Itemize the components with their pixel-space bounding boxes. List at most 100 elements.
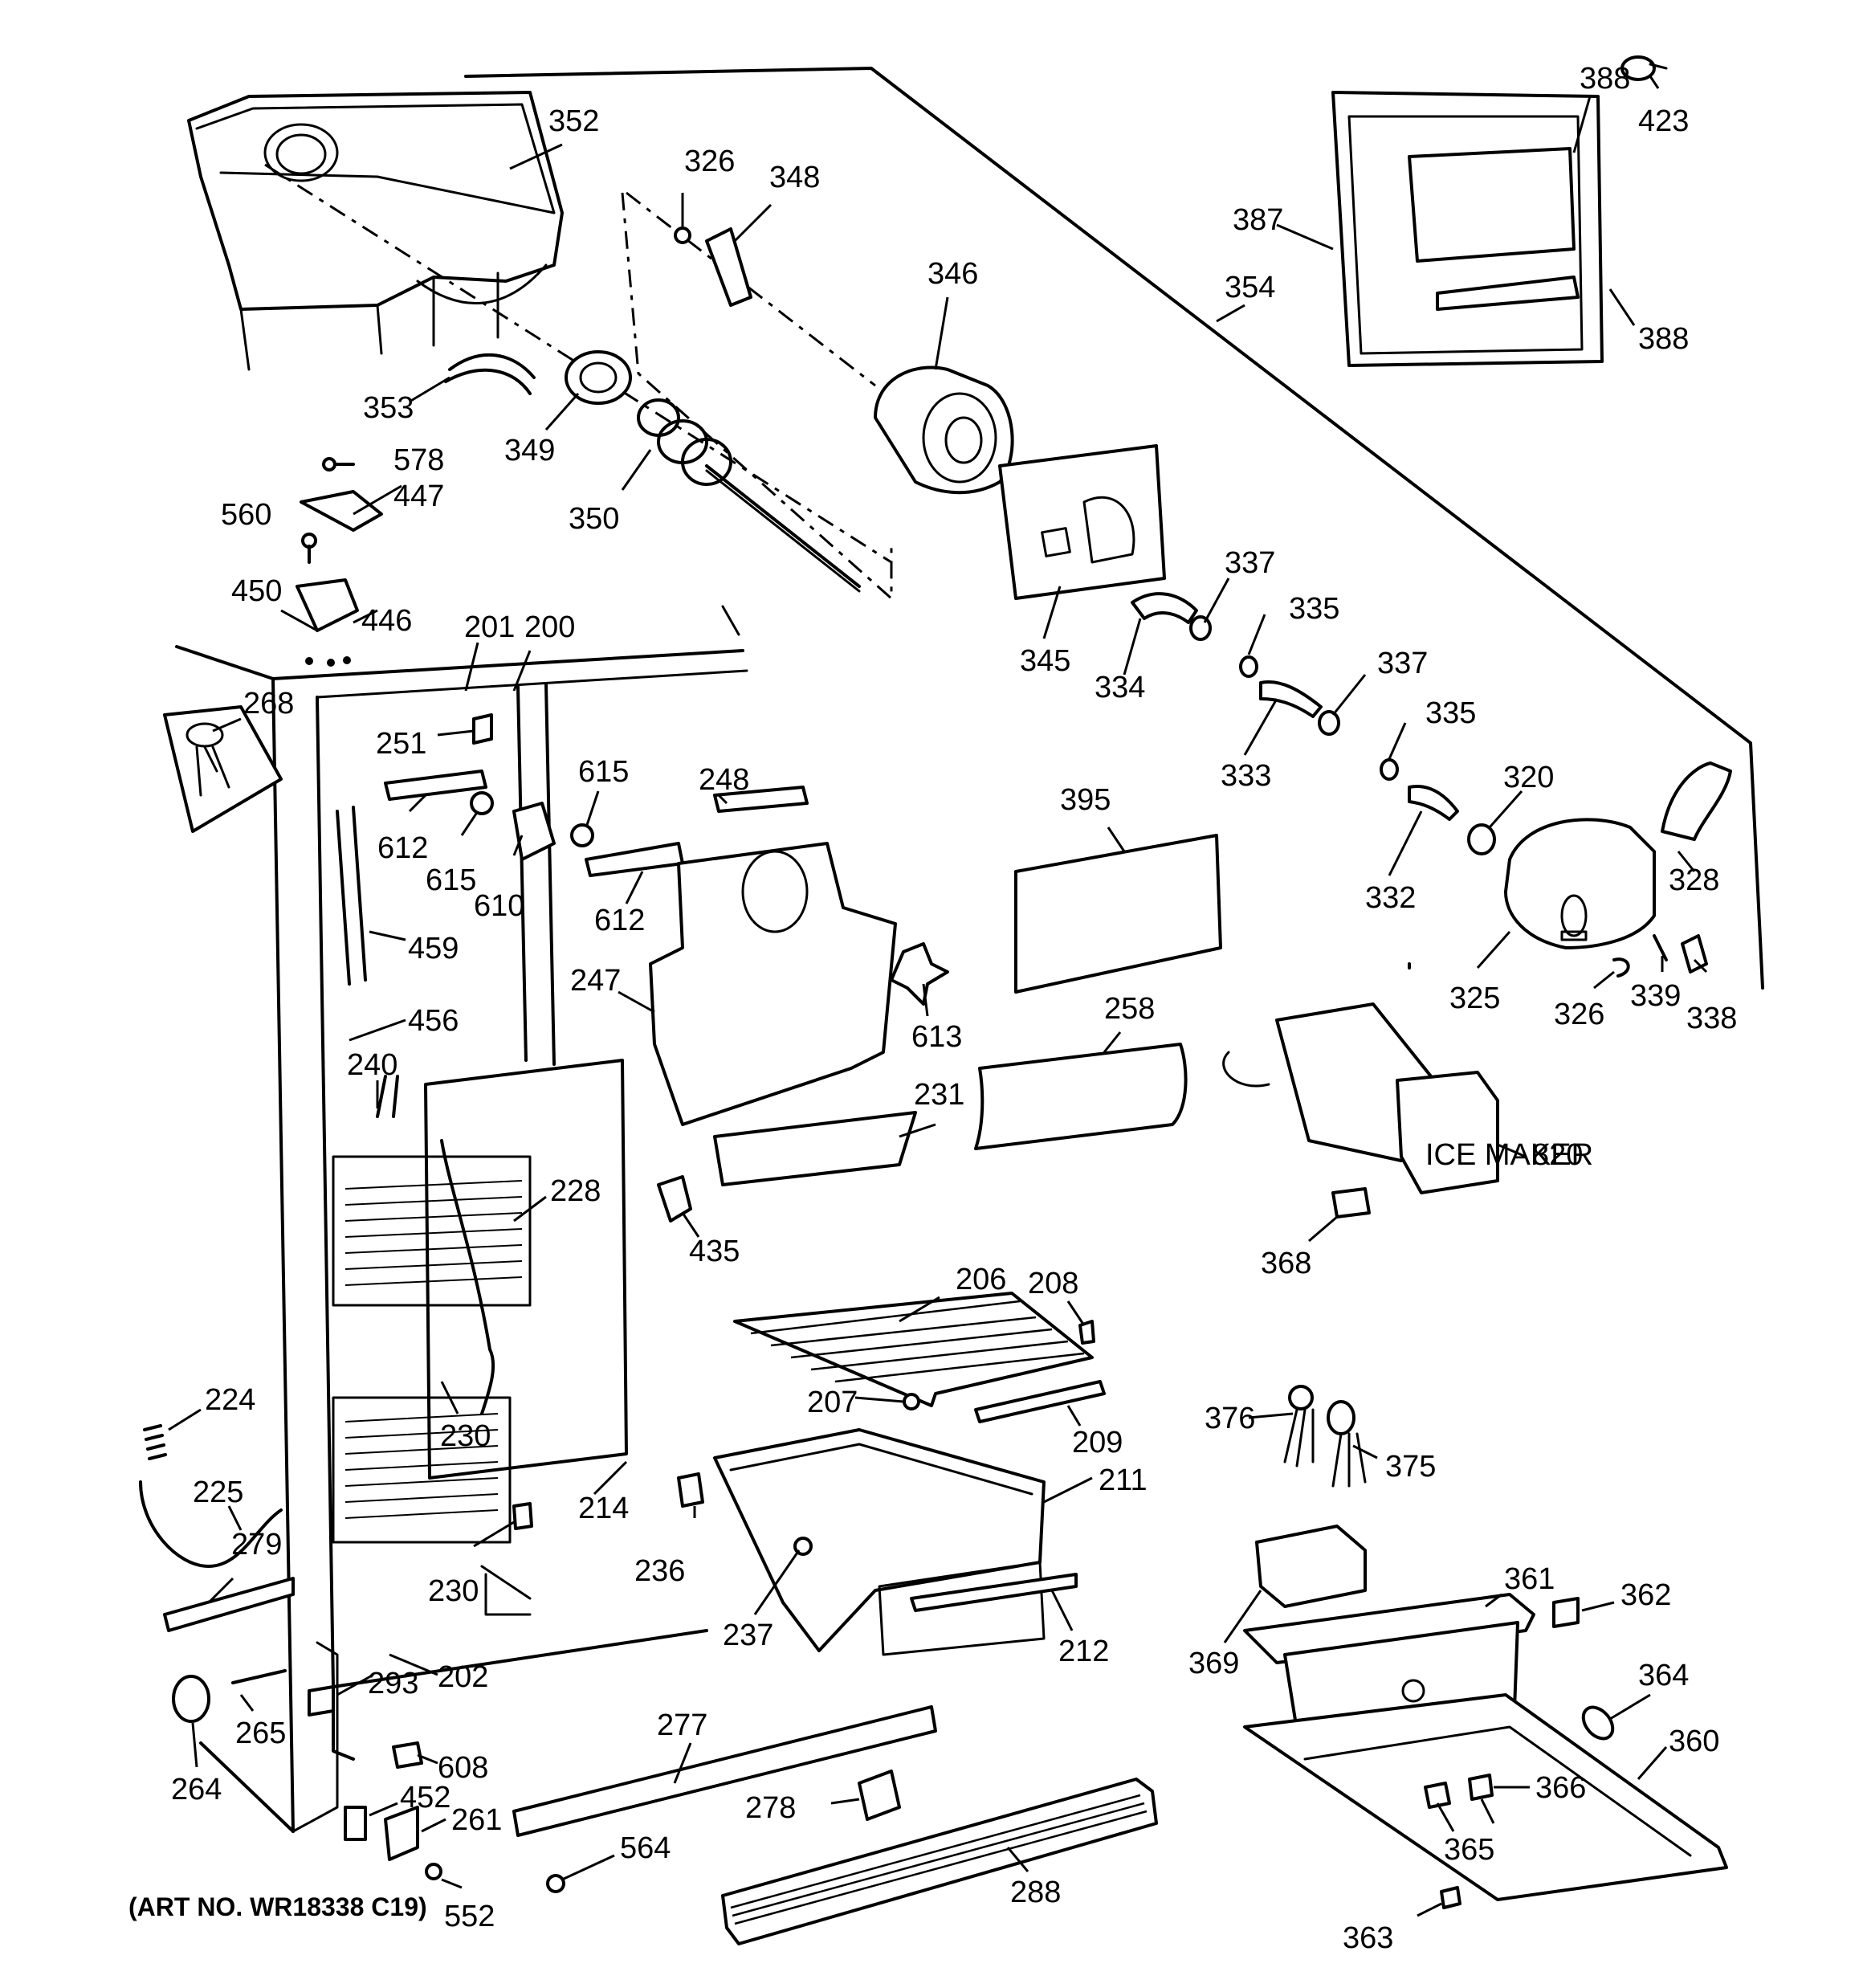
fan-613 bbox=[890, 942, 949, 1006]
housing-346 bbox=[874, 365, 1014, 495]
trim-209 bbox=[974, 1380, 1106, 1423]
part-label: 552 bbox=[444, 1900, 495, 1933]
part-293 bbox=[308, 1685, 335, 1717]
clip-236 bbox=[677, 1472, 704, 1508]
part-label: 332 bbox=[1365, 881, 1416, 915]
timer-369 bbox=[1255, 1525, 1367, 1608]
hinge-446 bbox=[296, 578, 359, 632]
part-label: 337 bbox=[1225, 546, 1275, 580]
fins bbox=[344, 1180, 523, 1519]
cam-333 bbox=[1259, 680, 1323, 718]
part-label: 240 bbox=[347, 1048, 397, 1082]
shelf-206 bbox=[733, 1292, 1094, 1407]
part-label: 612 bbox=[377, 831, 428, 865]
part-label: 333 bbox=[1221, 759, 1271, 793]
cover-328 bbox=[1661, 761, 1732, 841]
part-label: 350 bbox=[569, 502, 619, 536]
part-label: 361 bbox=[1504, 1562, 1555, 1596]
bracket-338 bbox=[1681, 934, 1708, 974]
art-number: (ART NO. WR18338 C19) bbox=[128, 1892, 427, 1921]
part-label: 339 bbox=[1630, 979, 1681, 1013]
part-label: 231 bbox=[914, 1078, 964, 1112]
part-label: 375 bbox=[1385, 1450, 1436, 1484]
part-label: 447 bbox=[393, 480, 444, 513]
part-label: 224 bbox=[205, 1383, 255, 1417]
part-251 bbox=[472, 713, 493, 745]
part-label: 560 bbox=[221, 498, 271, 532]
part-248 bbox=[713, 786, 809, 813]
part-label: 209 bbox=[1072, 1426, 1123, 1459]
knob-615 bbox=[470, 791, 494, 815]
dispenser-frame-dashed bbox=[621, 191, 893, 602]
bracket-261 bbox=[384, 1806, 419, 1861]
bin-211 bbox=[713, 1428, 1046, 1656]
duct-247 bbox=[649, 842, 917, 1186]
part-label: 279 bbox=[231, 1528, 282, 1561]
part-label: 277 bbox=[657, 1708, 707, 1742]
part-207 bbox=[903, 1393, 920, 1410]
part-label: 612 bbox=[594, 904, 645, 937]
screw-564 bbox=[546, 1874, 565, 1893]
bracket-612b bbox=[585, 842, 684, 877]
part-label: 335 bbox=[1425, 696, 1476, 730]
part-label: 211 bbox=[1099, 1463, 1148, 1497]
part-label: 261 bbox=[451, 1803, 502, 1837]
part-278 bbox=[858, 1770, 901, 1821]
part-label: 368 bbox=[1261, 1247, 1311, 1280]
part-label: 348 bbox=[769, 161, 820, 194]
spring-337 bbox=[1189, 615, 1212, 641]
part-label: 820 bbox=[1532, 1138, 1583, 1172]
evaporator-228 bbox=[332, 1059, 628, 1544]
part-label: 212 bbox=[1058, 1635, 1109, 1668]
part-364 bbox=[1581, 1705, 1615, 1741]
part-label: 369 bbox=[1188, 1647, 1239, 1680]
part-label: 337 bbox=[1377, 647, 1428, 680]
tube-225 bbox=[139, 1480, 283, 1568]
coupling-349 bbox=[565, 350, 632, 405]
part-label: 265 bbox=[235, 1717, 286, 1750]
part-label: 615 bbox=[578, 755, 629, 789]
part-label: 435 bbox=[689, 1235, 740, 1268]
cover-258 bbox=[974, 1043, 1188, 1150]
part-label: 201 bbox=[464, 610, 515, 644]
part-label: 450 bbox=[231, 574, 282, 608]
part-label: 328 bbox=[1669, 863, 1719, 897]
part-label: 615 bbox=[426, 863, 476, 897]
part-label: 346 bbox=[927, 257, 978, 291]
part-label: 320 bbox=[1503, 761, 1554, 794]
plate-345 bbox=[998, 444, 1166, 600]
ice-bucket-352 bbox=[187, 91, 892, 564]
part-208 bbox=[1078, 1320, 1095, 1345]
part-362 bbox=[1552, 1597, 1580, 1628]
auger-350 bbox=[637, 398, 861, 593]
part-label: 251 bbox=[376, 727, 426, 761]
part-label: 353 bbox=[363, 391, 414, 425]
motor-325 bbox=[1504, 818, 1656, 949]
cover-395 bbox=[1014, 834, 1222, 994]
part-label: 364 bbox=[1638, 1659, 1689, 1692]
part-label: 338 bbox=[1686, 1002, 1737, 1035]
leader-lines bbox=[168, 76, 1708, 1917]
part-labels: 352 326 348 346 388 423 387 354 388 353 … bbox=[171, 62, 1737, 1955]
part-366 bbox=[1468, 1774, 1494, 1801]
part-label: 613 bbox=[911, 1020, 962, 1054]
part-label: 268 bbox=[243, 687, 294, 720]
harness-376 bbox=[1283, 1385, 1315, 1468]
pin-339 bbox=[1653, 934, 1668, 961]
part-label: 237 bbox=[723, 1619, 773, 1652]
screw-578 bbox=[322, 457, 355, 471]
part-label: 366 bbox=[1535, 1771, 1586, 1805]
plate-452 bbox=[344, 1806, 367, 1841]
part-label: 247 bbox=[570, 964, 621, 998]
part-label: 608 bbox=[438, 1751, 488, 1785]
part-label: 423 bbox=[1638, 104, 1689, 138]
blade-348 bbox=[705, 227, 752, 307]
bushing-326 bbox=[674, 227, 691, 244]
screw-560 bbox=[301, 533, 317, 564]
strip-459 bbox=[336, 806, 367, 986]
part-label: 293 bbox=[368, 1667, 418, 1700]
part-label: 236 bbox=[634, 1554, 685, 1588]
part-label: 456 bbox=[408, 1004, 459, 1038]
part-label: 278 bbox=[745, 1791, 796, 1825]
